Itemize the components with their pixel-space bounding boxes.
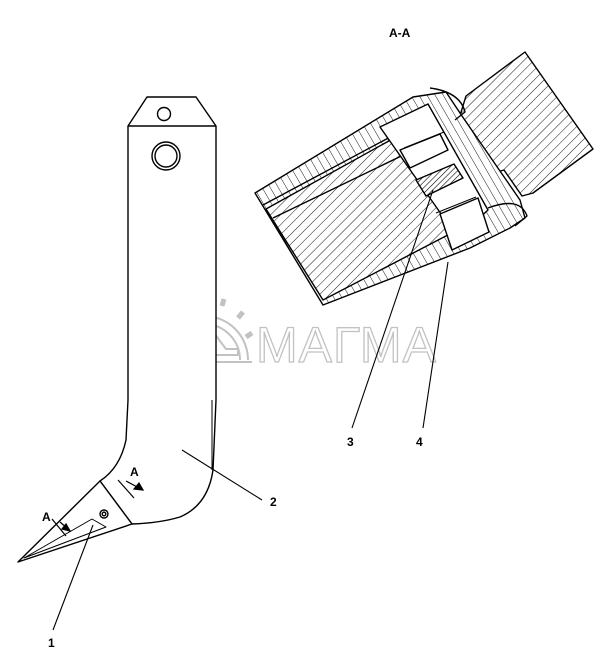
callout-1: 1	[48, 636, 55, 650]
tooth-tip	[17, 480, 133, 563]
watermark: МАГМА	[154, 294, 437, 374]
retaining-pin	[415, 163, 464, 197]
shank-top-hole	[156, 106, 172, 122]
shank-upper-hole	[151, 141, 181, 171]
callout-3: 3	[347, 435, 354, 449]
shank	[99, 96, 217, 525]
section-view	[254, 51, 594, 306]
watermark-text: МАГМА	[256, 317, 437, 373]
callout-2: 2	[270, 495, 277, 509]
section-title: А-А	[389, 26, 411, 40]
callout-4: 4	[416, 435, 423, 449]
section-mark-upper: А	[130, 465, 139, 479]
section-mark-lower: А	[42, 510, 51, 524]
retainer-washer	[439, 197, 490, 251]
leader-lines	[52, 189, 449, 631]
section-marks	[51, 479, 145, 537]
